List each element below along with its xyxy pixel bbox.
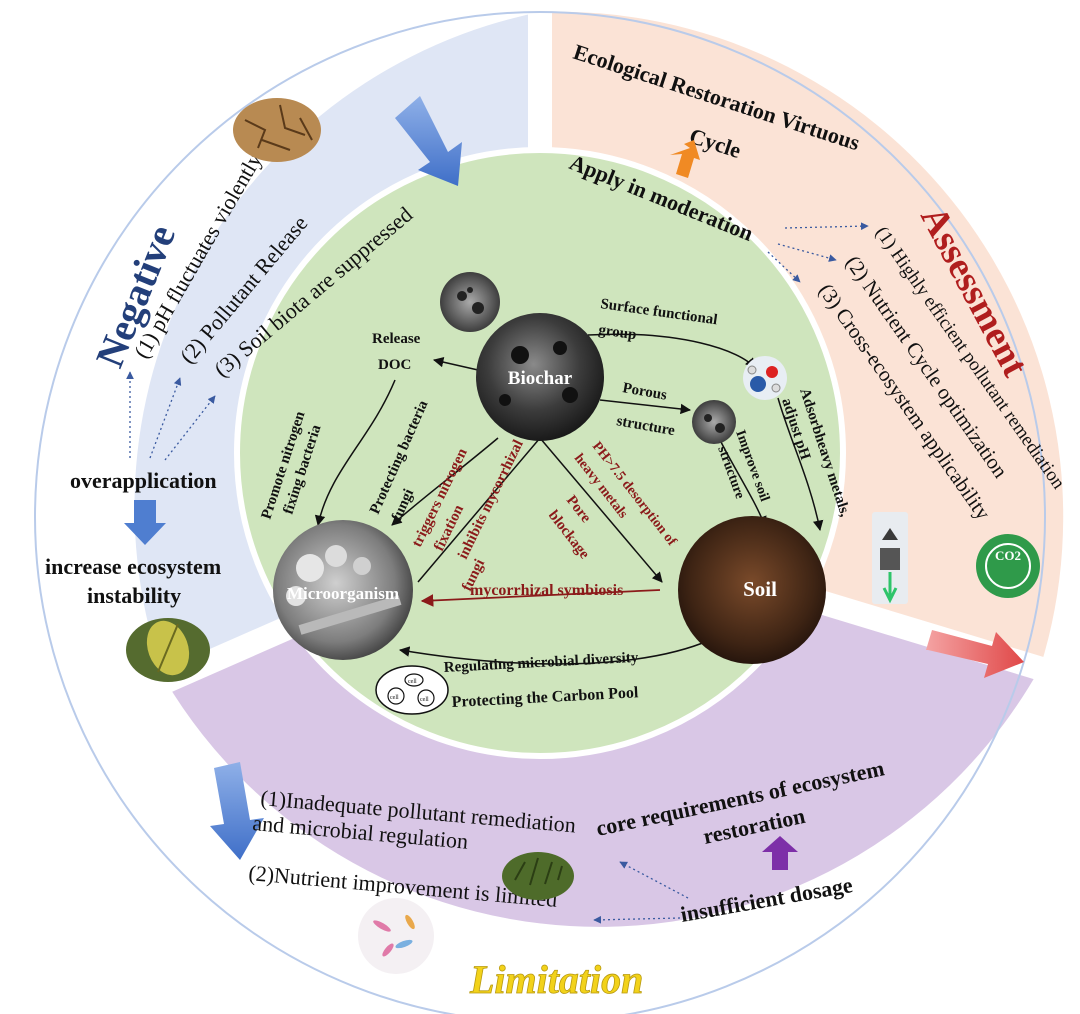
dry-soil-image (233, 98, 321, 162)
co2-label: CO2 (995, 548, 1021, 563)
consequence-line-1: increase ecosystem (45, 554, 221, 579)
soil-node (678, 516, 826, 664)
surface-group-line-2: group (597, 322, 637, 343)
up-arrow-icon (670, 140, 700, 178)
release-doc-line-2: DOC (378, 357, 411, 373)
biochar-node (476, 313, 604, 441)
assessment-flow-arrow-icon (926, 630, 1024, 678)
cell-icon (375, 665, 449, 715)
porous-biochar-image (440, 272, 500, 332)
limitation-title: Limitation (469, 957, 643, 1002)
cell-label-2: cell (420, 697, 429, 703)
soil-label: Soil (743, 577, 777, 601)
negative-flow-arrow-icon (395, 96, 462, 186)
biochar-label: Biochar (508, 368, 573, 389)
purple-up-arrow-icon (762, 836, 798, 870)
porous-line-1: Porous (621, 380, 668, 404)
cell-label-3: cell (408, 679, 417, 685)
down-arrow-icon (124, 500, 166, 545)
molecule-image (743, 356, 787, 400)
limitation-flow-arrow-icon (210, 762, 264, 860)
mycorrhizal-label: mycorrhizal symbiosis (470, 582, 623, 599)
release-doc-line-1: Release (372, 331, 421, 347)
consequence-line-2: instability (87, 583, 181, 608)
cell-label-1: cell (390, 695, 399, 701)
grass-image (502, 852, 574, 900)
bacteria-image (358, 898, 434, 974)
overapplication-label: overapplication (70, 468, 217, 493)
porous-structure-image (692, 400, 736, 444)
microorganism-label: Microorganism (287, 584, 399, 603)
